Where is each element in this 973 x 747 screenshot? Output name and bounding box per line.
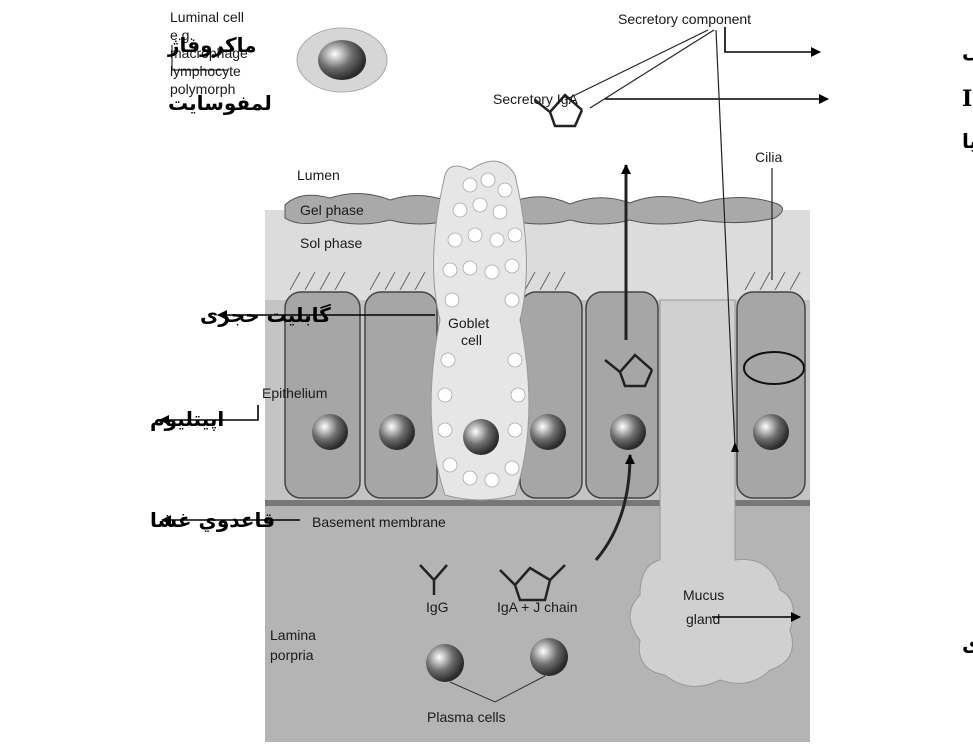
cilia-label: Cilia: [755, 149, 782, 165]
nucleus-1: [312, 414, 348, 450]
epithelial-cell-2: [365, 292, 437, 498]
nucleus-3: [530, 414, 566, 450]
ciliated-cell: [737, 292, 805, 498]
lumen-label: Lumen: [297, 167, 340, 183]
nucleus-2: [379, 414, 415, 450]
plasma-cell-1: [426, 644, 464, 682]
secretory-component-label: Secretory component: [618, 11, 751, 27]
nucleus-4: [610, 414, 646, 450]
iga-j-chain-label: IgA + J chain: [497, 599, 578, 615]
fa-mucus-gland-label: مخاطی غدی: [962, 632, 973, 656]
epithelial-cell-4: [586, 292, 658, 498]
gel-phase-label: Gel phase: [300, 202, 364, 218]
secretory-iga-label: Secretory IgA: [493, 91, 578, 107]
luminal-cell-nucleus: [318, 40, 366, 80]
fa-cilia-label: سلیا: [962, 129, 973, 153]
fa-lymphocyte-label: لمفوسایت: [168, 91, 272, 115]
igg-label: IgG: [426, 599, 449, 615]
sol-phase-label: Sol phase: [300, 235, 362, 251]
nucleus-5: [753, 414, 789, 450]
basement-membrane-label: Basement membrane: [312, 514, 446, 530]
epithelial-cell-3: [520, 292, 582, 498]
arrow-secretory-component: [725, 27, 820, 52]
fa-macrophage-label: ماکروفاژ: [167, 33, 257, 57]
fa-secretory-component-label: افرازی برخی: [962, 39, 973, 63]
fa-secretory-iga-label: افرازی IgA: [962, 86, 973, 112]
plasma-cell-2: [530, 638, 568, 676]
epithelium-label: Epithelium: [262, 385, 327, 401]
plasma-cells-label: Plasma cells: [427, 709, 506, 725]
